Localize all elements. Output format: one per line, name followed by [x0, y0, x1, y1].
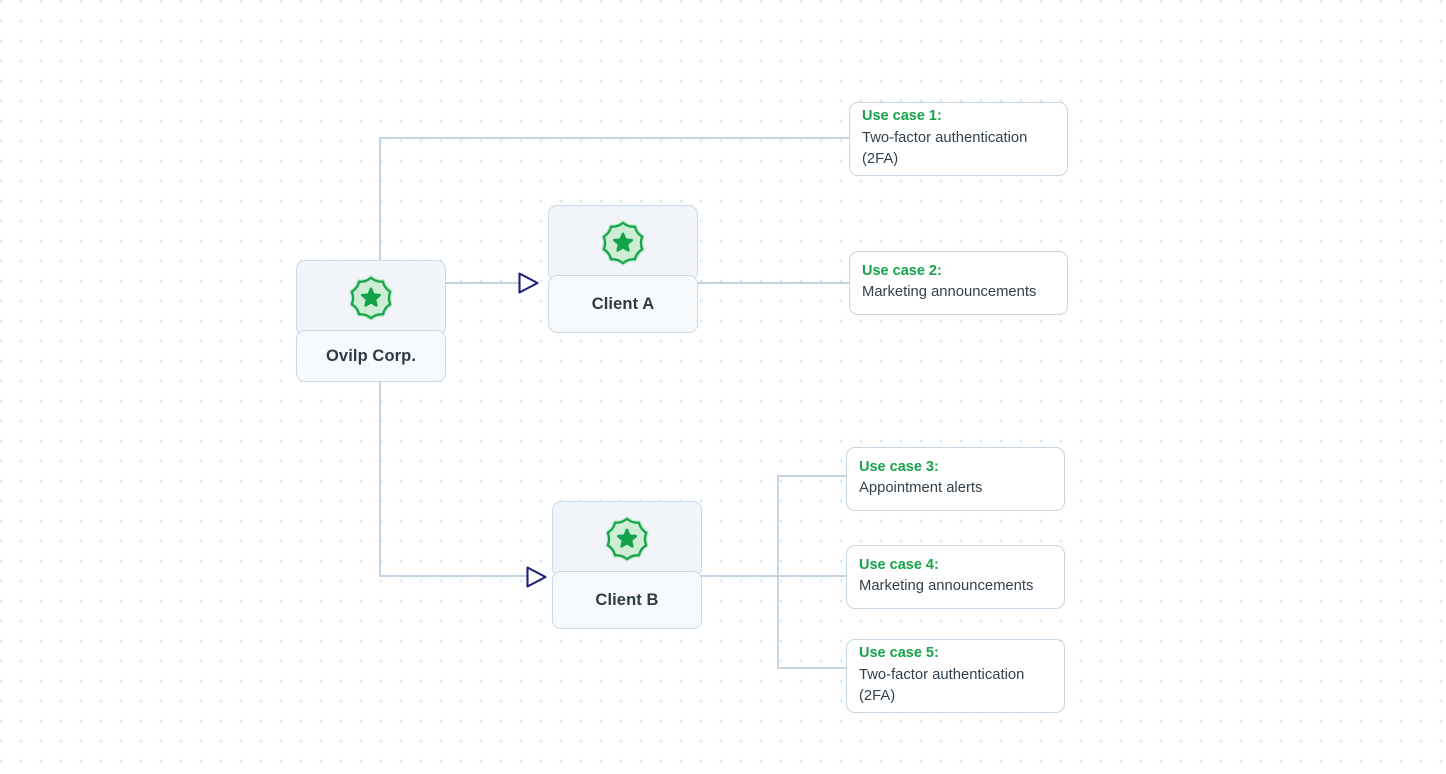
use-case-body: Marketing announcements — [862, 284, 1037, 301]
node-label-box: Client A — [548, 275, 698, 333]
card-use-case-3[interactable]: Use case 3: Appointment alerts — [846, 447, 1065, 511]
connector-client-b-branch-down — [777, 575, 847, 669]
use-case-body: Marketing announcements — [859, 578, 1034, 595]
card-use-case-2[interactable]: Use case 2: Marketing announcements — [849, 251, 1068, 315]
node-label: Client A — [591, 294, 655, 313]
node-client-b[interactable]: Client B — [552, 501, 702, 629]
node-ovilp-corp[interactable]: Ovilp Corp. — [296, 260, 446, 382]
use-case-body: Two-factor authentication (2FA) — [862, 129, 1028, 168]
node-label: Client B — [595, 590, 659, 609]
node-label-box: Ovilp Corp. — [296, 330, 446, 382]
use-case-title: Use case 2: — [862, 262, 942, 279]
use-case-body: Two-factor authentication (2FA) — [859, 666, 1025, 705]
card-use-case-4[interactable]: Use case 4: Marketing announcements — [846, 545, 1065, 609]
node-client-a[interactable]: Client A — [548, 205, 698, 333]
card-use-case-5[interactable]: Use case 5: Two-factor authentication (2F… — [846, 639, 1065, 713]
use-case-title: Use case 4: — [859, 556, 939, 573]
card-use-case-1[interactable]: Use case 1: Two-factor authentication (2F… — [849, 102, 1068, 176]
arrow-client-a-icon — [518, 272, 539, 294]
node-label-box: Client B — [552, 571, 702, 629]
node-icon-box — [552, 501, 702, 577]
use-case-title: Use case 5: — [859, 644, 939, 661]
node-icon-box — [548, 205, 698, 281]
use-case-body: Appointment alerts — [859, 480, 983, 497]
connector-client-b-branch-up — [777, 475, 847, 577]
star-badge-icon — [602, 514, 652, 564]
node-icon-box — [296, 260, 446, 336]
star-badge-icon — [346, 273, 396, 323]
use-case-title: Use case 3: — [859, 458, 939, 475]
use-case-title: Use case 1: — [862, 107, 942, 124]
star-badge-icon — [598, 218, 648, 268]
arrow-client-b-icon — [526, 566, 547, 588]
node-label: Ovilp Corp. — [325, 346, 417, 365]
